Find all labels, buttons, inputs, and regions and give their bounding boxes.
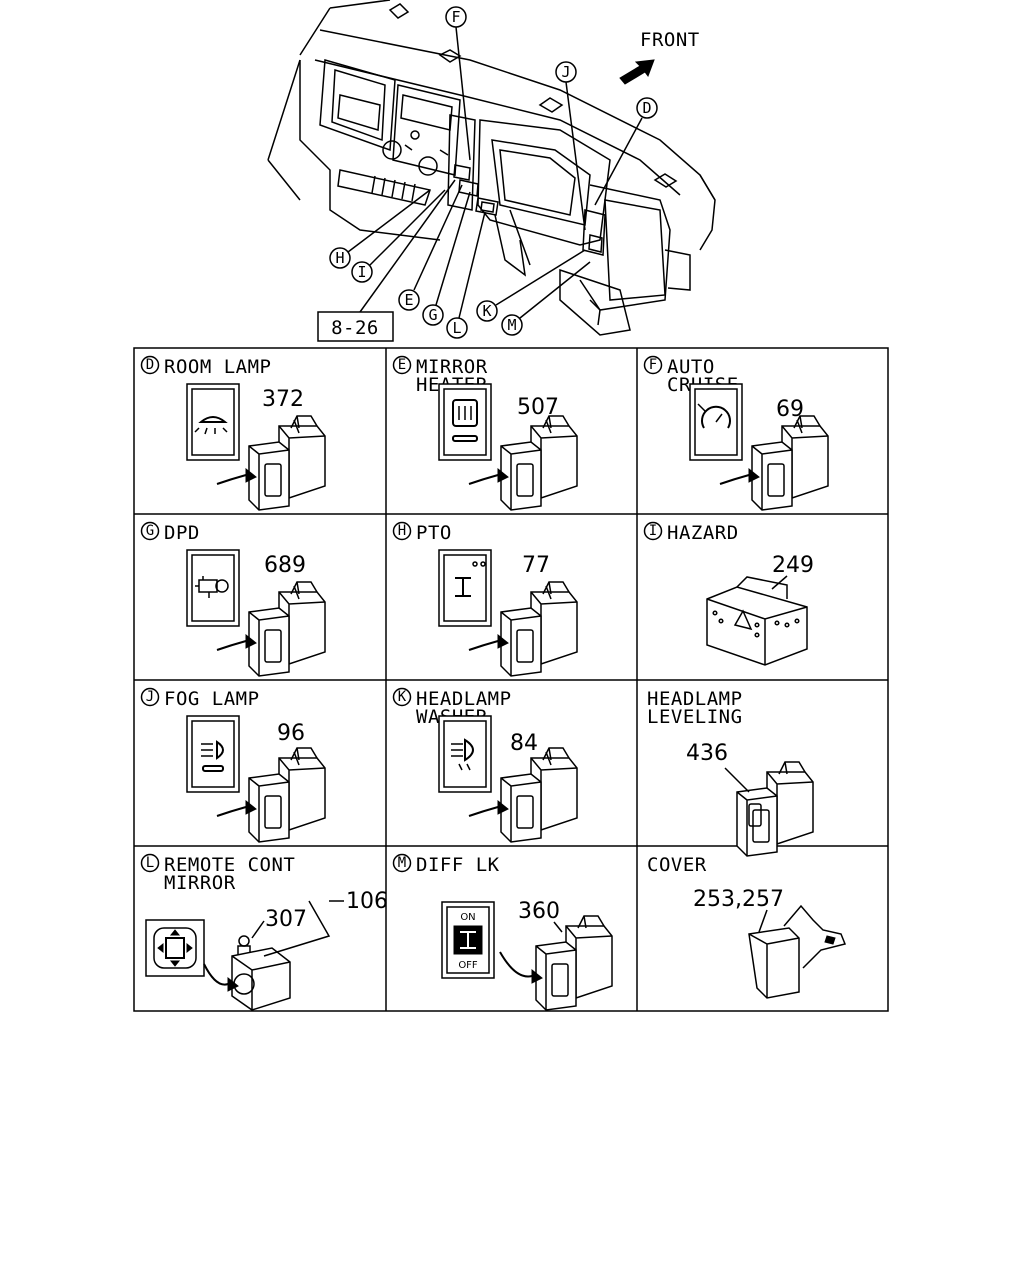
cell-label-line: DPD [164,522,200,544]
cell-label-line: HEADLAMP [647,688,743,710]
cell-fog-lamp: J FOG LAMP 96 [140,687,326,843]
cell-headlamp-washer: KHEADLAMPWASHER84 [392,687,578,843]
part-number: 84 [510,731,538,756]
cell-label-line: PTO [416,522,452,544]
cell-mark-circle [643,355,663,375]
callout-e [398,289,420,311]
callout-h-text: H [335,249,344,267]
callout-d [636,97,658,119]
cell-label-line: HEADLAMP [416,688,512,710]
callout-l [446,317,468,339]
cell-cover: COVER 253,257 [647,854,847,999]
cell-label-line: MIRROR [416,356,488,378]
parts-grid [133,347,889,1012]
cell-pto: H PTO 77 [392,521,578,677]
cell-dpd: G DPD 689 [140,521,326,677]
dpd-icon [195,576,229,598]
mirror-adjust-icon [165,937,185,959]
part-number: 360 [518,899,560,924]
part-number: 372 [262,387,304,412]
front-arrow-icon [619,59,655,85]
cell-mark: E [398,357,406,373]
dashboard-overview [267,0,716,336]
part-number-secondary: 106 [346,889,388,914]
cell-mirror-heater: EMIRRORHEATER507 [392,355,578,511]
part-number: 249 [772,553,814,578]
cell-mark: F [649,357,657,373]
front-indicator: FRONT [619,29,700,85]
callout-j-text: J [561,63,570,81]
cell-mark-circle [392,687,412,707]
mirror-heater-icon [452,399,478,442]
cruise-icon [697,403,731,429]
callout-k-text: K [482,302,491,320]
callout-g [422,304,444,326]
cell-mark: H [398,523,406,539]
cell-mark-circle [140,521,160,541]
cell-mark-circle [140,687,160,707]
cell-label-line: REMOTE CONT [164,854,295,876]
cell-mark-circle [140,853,160,873]
cell-mark: D [146,357,154,373]
part-number: 77 [522,553,550,578]
cell-mark-circle [392,853,412,873]
room-lamp-icon [194,416,228,435]
overview-callouts: F J D H I E G L K M 8-26 [317,6,658,342]
cell-label-line: ROOM LAMP [164,356,271,378]
cell-mark: J [146,689,154,705]
cell-auto-cruise: FAUTOCRUISE69 [643,355,829,511]
pto-icon [455,561,486,597]
cell-mark: L [146,855,154,871]
cell-label-line: COVER [647,854,707,876]
callout-g-text: G [428,306,437,324]
part-number: 253,257 [693,887,784,912]
callout-m [501,314,523,336]
ref-box-text: 8-26 [331,317,379,339]
part-number: 436 [686,741,728,766]
callout-d-text: D [642,99,651,117]
cell-label-line: LEVELING [647,706,743,728]
cell-label-line: FOG LAMP [164,688,260,710]
callout-f-text: F [451,8,460,26]
cell-label-line: HAZARD [667,522,739,544]
cell-label-line: AUTO [667,356,715,378]
callout-i-text: I [357,263,366,281]
front-label: FRONT [640,29,700,51]
hazard-icon [733,609,753,631]
cell-mark-circle [643,521,663,541]
callout-e-text: E [404,291,413,309]
headlamp-washer-icon [451,738,474,771]
callout-l-text: L [452,319,461,337]
cell-mark: M [398,855,406,871]
cell-mark-circle [392,521,412,541]
callout-k [476,300,498,322]
part-number: 307 [265,907,307,932]
cell-mark: G [146,523,154,539]
switch-off-label: OFF [458,960,478,971]
cell-mark: I [649,523,657,539]
cell-label-line: DIFF LK [416,854,500,876]
fog-lamp-icon [201,740,224,772]
part-number: 96 [277,721,305,746]
cell-room-lamp: D ROOM LAMP 372 [140,355,326,511]
cell-label-line: MIRROR [164,872,236,894]
cell-mark: K [398,689,407,705]
callout-i [351,261,373,283]
switch-on-label: ON [460,912,475,923]
cell-hazard: I HAZARD 249 [643,521,814,666]
callout-h [329,247,351,269]
cell-mark-circle [140,355,160,375]
ref-box [317,311,394,342]
callout-m-text: M [507,316,516,334]
part-number: 689 [264,553,306,578]
cell-mark-circle [392,355,412,375]
